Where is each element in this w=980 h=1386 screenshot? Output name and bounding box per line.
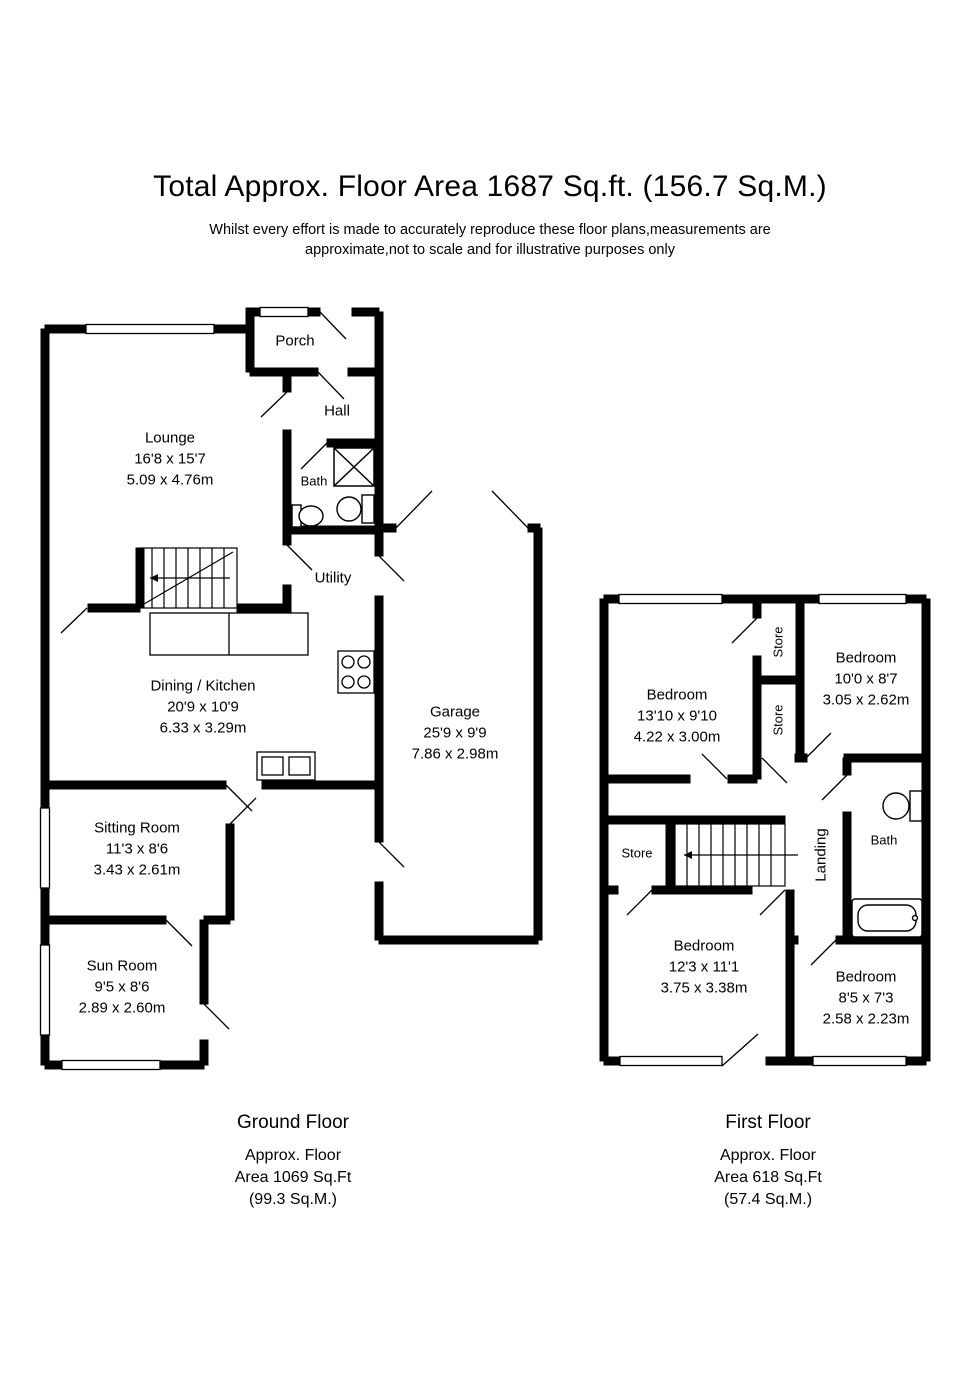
room-name: Sun Room [86, 957, 158, 975]
room-label-bedroom-4: Bedroom 8'5 x 7'3 2.58 x 2.23m [823, 967, 910, 1030]
room-label-store-left: Store [621, 843, 652, 864]
room-label-landing: Landing [811, 828, 832, 881]
room-label-bedroom-3: Bedroom 12'3 x 11'1 3.75 x 3.38m [661, 936, 748, 999]
room-dims-metric: 2.89 x 2.60m [78, 999, 166, 1017]
room-label-hall: Hall [324, 401, 350, 422]
room-dims-metric: 6.33 x 3.29m [159, 719, 247, 737]
first-floor-caption: First Floor Approx. Floor Area 618 Sq.Ft… [714, 1112, 822, 1211]
room-name: Bedroom [673, 937, 735, 955]
room-name: Landing [812, 828, 830, 882]
room-name: Bedroom [646, 686, 708, 704]
room-name: Dining / Kitchen [150, 677, 256, 695]
room-name: Sitting Room [94, 819, 180, 837]
room-label-store-mid: Store [768, 704, 789, 735]
room-label-bath-ground: Bath [301, 471, 328, 492]
room-name: Porch [275, 332, 315, 350]
room-dims-imperial: 25'9 x 9'9 [423, 724, 487, 742]
room-label-bedroom-1: Bedroom 13'10 x 9'10 4.22 x 3.00m [634, 685, 721, 748]
shower-icon [333, 447, 375, 487]
room-label-sitting-room: Sitting Room 11'3 x 8'6 3.43 x 2.61m [94, 818, 181, 881]
room-name: Store [621, 845, 653, 861]
room-dims-imperial: 13'10 x 9'10 [637, 707, 717, 725]
room-dims-metric: 3.43 x 2.61m [93, 861, 181, 879]
room-label-garage: Garage 25'9 x 9'9 7.86 x 2.98m [412, 702, 499, 765]
bathtub-icon [851, 898, 923, 938]
ground-floor-title: Ground Floor [237, 1112, 349, 1133]
room-dims-imperial: 10'0 x 8'7 [834, 670, 898, 688]
room-label-store-top: Store [768, 626, 789, 657]
room-name: Utility [314, 569, 352, 587]
room-label-sun-room: Sun Room 9'5 x 8'6 2.89 x 2.60m [79, 956, 166, 1019]
room-label-utility: Utility [315, 568, 352, 589]
ground-floor-area-line-2: Area 1069 Sq.Ft [234, 1169, 352, 1186]
stairs-ground-icon [139, 547, 238, 609]
ground-floor-doors [60, 311, 529, 1030]
room-dims-metric: 5.09 x 4.76m [126, 471, 214, 489]
room-dims-imperial: 11'3 x 8'6 [105, 840, 169, 858]
ground-floor-windows [39, 306, 309, 1071]
room-dims-imperial: 16'8 x 15'7 [134, 450, 206, 468]
disclaimer-line-1: Whilst every effort is made to accuratel… [209, 222, 771, 238]
room-label-dining-kitchen: Dining / Kitchen 20'9 x 10'9 6.33 x 3.29… [150, 676, 255, 739]
header: Total Approx. Floor Area 1687 Sq.ft. (15… [0, 170, 980, 260]
first-floor-area-line-1: Approx. Floor [719, 1147, 817, 1164]
stairs-first-icon [674, 823, 798, 887]
ground-floor-area-line-3: (99.3 Sq.M.) [248, 1191, 338, 1208]
room-label-bath-first: Bath [871, 830, 898, 851]
disclaimer-line-2: approximate,not to scale and for illustr… [305, 242, 675, 258]
room-dims-metric: 3.75 x 3.38m [660, 979, 748, 997]
room-name: Bedroom [835, 649, 897, 667]
room-label-bedroom-2: Bedroom 10'0 x 8'7 3.05 x 2.62m [823, 648, 910, 711]
room-dims-imperial: 12'3 x 11'1 [668, 958, 740, 976]
room-dims-imperial: 20'9 x 10'9 [167, 698, 239, 716]
room-dims-metric: 2.58 x 2.23m [822, 1010, 910, 1028]
first-floor-doors [626, 617, 848, 1067]
toilet-ground-icon [336, 494, 375, 524]
ground-floor-walls [40, 307, 543, 1070]
room-name: Bath [300, 473, 328, 489]
first-floor-walls [599, 594, 931, 1066]
room-name: Bedroom [835, 968, 897, 986]
room-dims-metric: 4.22 x 3.00m [633, 728, 721, 746]
toilet-first-icon [882, 790, 923, 822]
first-floor-area-line-2: Area 618 Sq.Ft [714, 1169, 822, 1186]
room-dims-metric: 7.86 x 2.98m [411, 745, 499, 763]
sink-ground-icon [291, 504, 324, 528]
room-label-porch: Porch [275, 331, 314, 352]
hob-icon [337, 650, 375, 694]
disclaimer: Whilst every effort is made to accuratel… [0, 220, 980, 260]
room-dims-imperial: 9'5 x 8'6 [94, 978, 150, 996]
room-name: Bath [870, 832, 898, 848]
kitchen-counter-icon [149, 612, 309, 656]
room-name: Lounge [144, 429, 196, 447]
room-dims-metric: 3.05 x 2.62m [822, 691, 910, 709]
room-dims-imperial: 8'5 x 7'3 [838, 989, 894, 1007]
ground-floor-area-line-1: Approx. Floor [244, 1147, 342, 1164]
room-label-lounge: Lounge 16'8 x 15'7 5.09 x 4.76m [127, 428, 214, 491]
room-name: Garage [429, 703, 481, 721]
page-title: Total Approx. Floor Area 1687 Sq.ft. (15… [153, 170, 827, 203]
first-floor-area-line-3: (57.4 Sq.M.) [723, 1191, 813, 1208]
room-name: Hall [324, 402, 350, 420]
first-floor-windows [618, 593, 907, 1067]
room-name: Store [770, 704, 786, 736]
room-name: Store [770, 626, 786, 658]
kitchen-sink-icon [256, 751, 316, 781]
first-floor-title: First Floor [725, 1112, 811, 1133]
ground-floor-caption: Ground Floor Approx. Floor Area 1069 Sq.… [235, 1112, 352, 1211]
